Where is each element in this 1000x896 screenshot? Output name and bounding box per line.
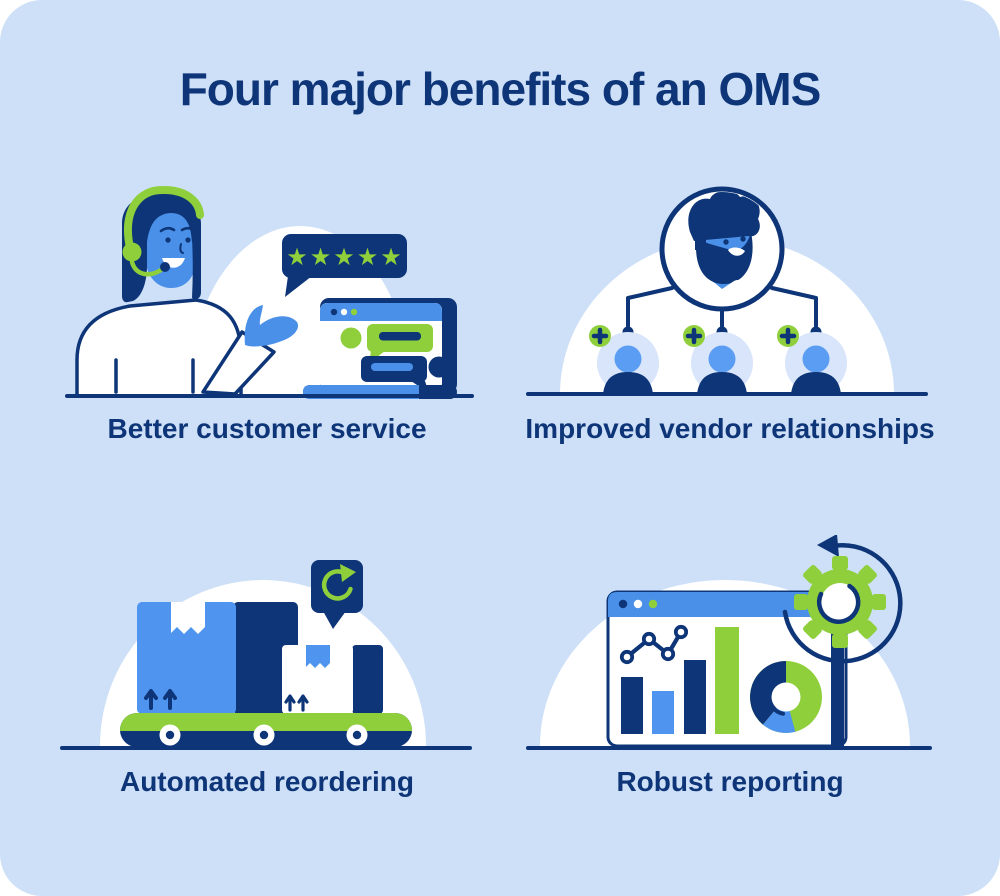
shirt-collar <box>694 279 754 306</box>
caption-better-customer-service: Better customer service <box>107 413 427 444</box>
conveyor-rollers <box>159 724 368 746</box>
vendor-avatar <box>683 325 753 394</box>
window-header <box>320 303 442 321</box>
headset-icon <box>122 186 204 277</box>
customer-service-illustration: ★★★★★ <box>65 186 474 399</box>
window-control-dots <box>330 308 358 316</box>
vendor-avatar <box>777 325 847 394</box>
vendor-avatar <box>589 325 659 394</box>
beard <box>695 232 753 285</box>
support-agent <box>75 186 299 398</box>
this-side-up-arrows <box>144 689 177 710</box>
donut-chart <box>750 661 822 734</box>
vendor-relationships-illustration <box>526 186 928 396</box>
this-side-up-arrows <box>284 694 309 712</box>
face-features <box>159 226 196 268</box>
caption-automated-reordering: Automated reordering <box>119 766 415 797</box>
caption-robust-reporting: Robust reporting <box>616 766 844 797</box>
page-title: Four major benefits of an OMS <box>179 63 822 115</box>
small-shipping-box <box>282 645 383 714</box>
window-control-dots <box>618 599 658 609</box>
chat-message-green <box>340 324 433 363</box>
plus-icon <box>683 325 705 347</box>
line-chart <box>619 624 689 665</box>
network-connector-lines <box>626 286 818 328</box>
five-star-review-bubble: ★★★★★ <box>282 234 407 297</box>
automated-reordering-illustration <box>60 560 472 750</box>
conveyor-belt <box>120 713 412 747</box>
laptop-chat-window <box>303 298 457 399</box>
sync-arrow-icon <box>782 535 903 664</box>
large-shipping-box <box>137 602 298 714</box>
bar-chart <box>621 627 739 734</box>
gear-icon <box>794 556 886 648</box>
gesturing-hand <box>244 305 299 347</box>
reorder-bubble <box>311 560 363 629</box>
buyer-portrait <box>659 186 785 312</box>
robust-reporting-illustration <box>526 535 932 750</box>
caption-improved-vendor-relationships: Improved vendor relationships <box>525 413 935 444</box>
refresh-icon <box>321 564 356 601</box>
plus-icon <box>777 325 799 347</box>
plus-icon <box>589 325 611 347</box>
five-star-rating: ★★★★★ <box>286 243 404 271</box>
